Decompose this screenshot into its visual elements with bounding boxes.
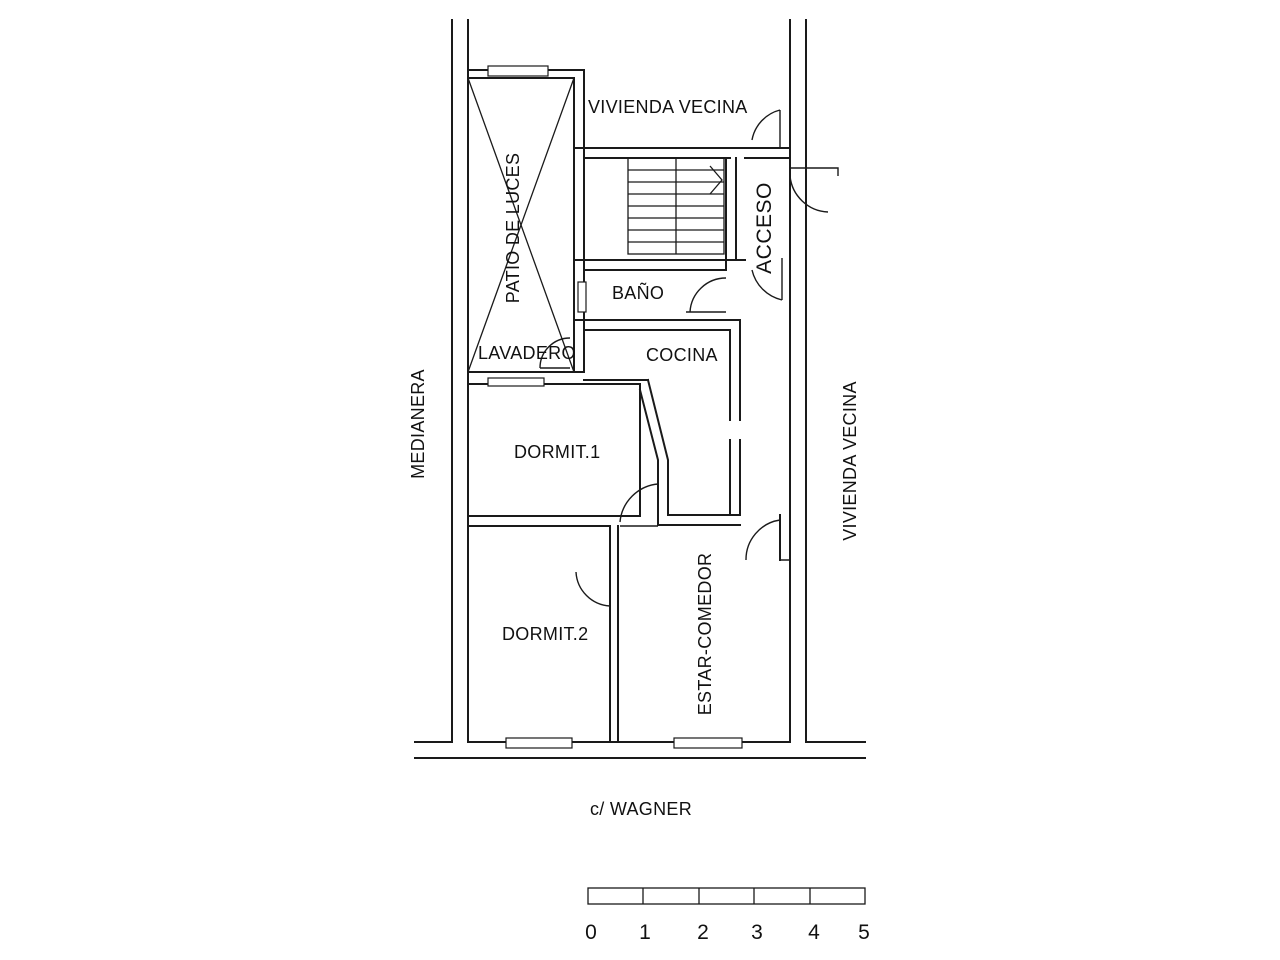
window-dormit-2 <box>505 737 573 749</box>
label-estar-comedor: ESTAR-COMEDOR <box>695 553 715 716</box>
door-dormit-2 <box>575 570 611 607</box>
stair-block <box>573 109 791 331</box>
label-dormit-2: DORMIT.2 <box>502 624 588 644</box>
scale-bar-frame <box>587 887 866 905</box>
scale-tick-0: 0 <box>585 921 597 944</box>
scale-tick-1: 1 <box>639 921 651 944</box>
room-labels: VIVIENDA VECINA PATIO DE LUCES ACCESO BA… <box>478 97 776 715</box>
label-acceso: ACCESO <box>753 182 776 274</box>
scale-tick-4: 4 <box>808 921 820 944</box>
surroundings-labels: MEDIANERA VIVIENDA VECINA c/ WAGNER <box>408 369 860 819</box>
light-well <box>467 65 585 373</box>
door-bano <box>686 277 727 313</box>
bathroom-walls <box>573 277 741 331</box>
bedroom-2-walls <box>467 515 641 749</box>
window-patio-top <box>487 65 549 77</box>
window-estar-comedor <box>673 737 743 749</box>
label-vivienda-vecina-right: VIVIENDA VECINA <box>840 381 860 541</box>
scale-tick-3: 3 <box>751 921 763 944</box>
label-dormit-1: DORMIT.1 <box>514 442 600 462</box>
label-bano: BAÑO <box>612 282 664 303</box>
window-bano <box>577 281 587 313</box>
scale-bar: 0 1 2 3 4 5 <box>585 887 870 944</box>
stair-treads <box>627 157 725 255</box>
scale-tick-5: 5 <box>858 921 870 944</box>
door-estar-comedor <box>745 519 790 561</box>
acceso-area <box>744 157 839 301</box>
label-medianera: MEDIANERA <box>408 369 428 479</box>
label-lavadero: LAVADERO <box>478 343 576 363</box>
label-cocina: COCINA <box>646 345 718 365</box>
door-entrance <box>789 167 839 213</box>
living-room-walls <box>673 514 790 749</box>
door-vivienda-vecina-top <box>751 109 781 148</box>
scale-tick-2: 2 <box>697 921 709 944</box>
label-patio-de-luces: PATIO DE LUCES <box>503 153 523 304</box>
window-dormit-1 <box>487 377 545 387</box>
label-street: c/ WAGNER <box>590 799 692 819</box>
kitchen-walls <box>539 319 741 526</box>
door-lavadero <box>539 337 571 369</box>
door-acceso-inner <box>751 258 783 301</box>
label-vivienda-vecina-top: VIVIENDA VECINA <box>588 97 748 117</box>
